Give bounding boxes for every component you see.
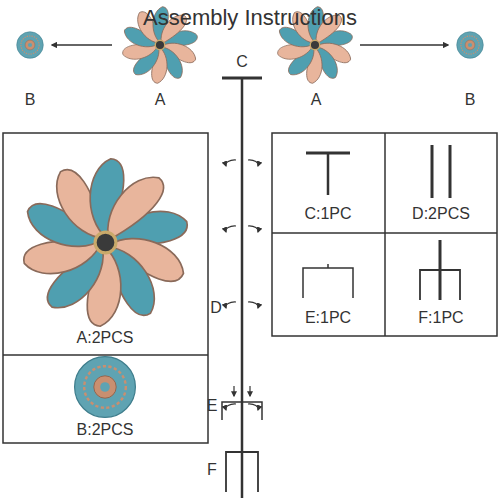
part-count: E:1PC [305, 309, 351, 327]
part-letter: A [155, 91, 166, 109]
diagram-title: Assembly Instructions [143, 5, 357, 31]
parts-table [272, 133, 497, 336]
part-count: D:2PCS [412, 205, 470, 223]
part-e-symbol [303, 264, 353, 298]
part-letter: A [311, 91, 322, 109]
part-c-symbol [306, 153, 350, 195]
part-letter: D [210, 299, 222, 317]
part-count: B:2PCS [77, 421, 134, 439]
disc-part [17, 32, 44, 59]
pole-assembly [222, 78, 262, 498]
disc-part [457, 32, 484, 59]
part-letter: F [207, 461, 217, 479]
part-letter: B [465, 91, 476, 109]
part-letter: E [207, 397, 218, 415]
part-count: F:1PC [418, 309, 463, 327]
disc-part [75, 357, 136, 418]
part-letter: B [25, 91, 36, 109]
arrow [52, 44, 112, 45]
parts-table [3, 133, 208, 443]
part-d-symbol [432, 145, 450, 198]
part-f-symbol [420, 240, 460, 300]
part-count: A:2PCS [77, 329, 134, 347]
arrow [360, 44, 448, 45]
part-count: C:1PC [304, 205, 351, 223]
part-letter: C [236, 53, 248, 71]
pinwheel-part [21, 155, 190, 330]
